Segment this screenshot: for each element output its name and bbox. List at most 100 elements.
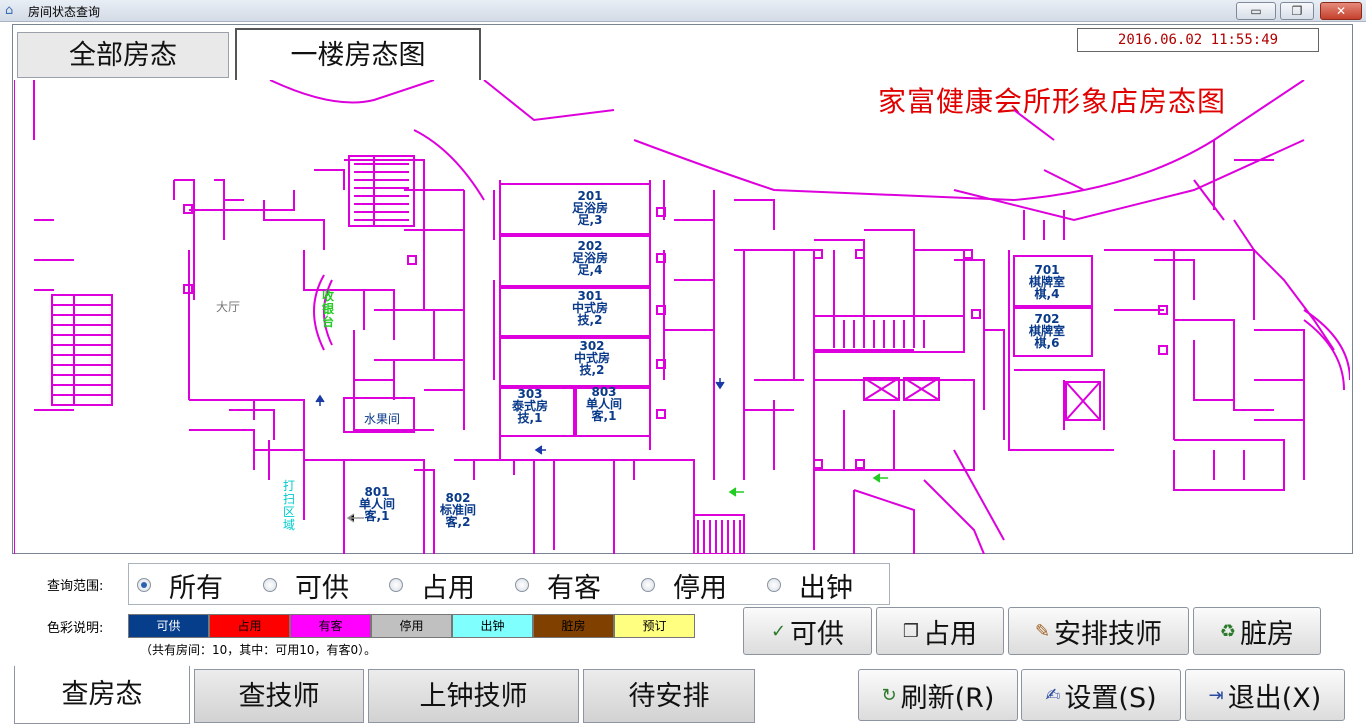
room-702[interactable]: 702 棋牌室 棋,6 (1017, 313, 1077, 349)
arrow-up-icon (315, 394, 325, 406)
radio-out[interactable]: 出钟 (767, 564, 853, 606)
arrow-down-icon (715, 378, 725, 390)
radio-all[interactable]: 所有 (137, 564, 223, 606)
tab-all-rooms[interactable]: 全部房态 (17, 32, 229, 78)
room-number: 201 (577, 189, 603, 203)
refresh-button[interactable]: ↻ 刷新(R) (858, 669, 1018, 721)
room-status: 棋,6 (1034, 336, 1060, 350)
room-status: 技,2 (577, 313, 603, 327)
arrow-left-icon (534, 445, 546, 455)
room-status: 客,1 (591, 409, 617, 423)
exit-door-icon: ⇥ (1208, 684, 1224, 706)
room-202[interactable]: 202 足浴房 足,4 (560, 240, 620, 276)
radio-icon[interactable] (263, 578, 277, 592)
room-status: 技,2 (579, 363, 605, 377)
room-status: 技,1 (517, 411, 543, 425)
room-number: 801 (364, 485, 390, 499)
room-number: 702 (1034, 312, 1060, 326)
set-dirty-button[interactable]: ♻ 脏房 (1193, 607, 1321, 655)
window-title: 房间状态查询 (28, 5, 101, 19)
tab-tech-status[interactable]: 查技师 (194, 669, 364, 723)
tab-pending[interactable]: 待安排 (583, 669, 755, 723)
settings-button[interactable]: ✍ 设置(S) (1021, 669, 1181, 721)
room-type: 单人间 (585, 397, 622, 411)
floor-plan-walls (13, 79, 1351, 555)
room-number: 301 (577, 289, 603, 303)
room-801[interactable]: 801 单人间 客,1 (347, 486, 407, 522)
room-type: 泰式房 (511, 399, 548, 413)
radio-guest[interactable]: 有客 (515, 564, 601, 606)
color-legend: 可供 占用 有客 停用 出钟 脏房 预订 (128, 614, 695, 638)
room-type: 标准间 (439, 503, 476, 517)
radio-icon[interactable] (515, 578, 529, 592)
room-type: 单人间 (358, 497, 395, 511)
radio-icon[interactable] (389, 578, 403, 592)
room-802[interactable]: 802 标准间 客,2 (428, 492, 488, 528)
room-number: 202 (577, 239, 603, 253)
room-type: 棋牌室 (1028, 324, 1065, 338)
gray-arrow-icon (346, 513, 364, 523)
person-icon: ✎ (1034, 620, 1051, 642)
datetime-display: 2016.06.02 11:55:49 (1077, 28, 1319, 52)
tab-floor1-map[interactable]: 一楼房态图 (235, 28, 481, 80)
room-803[interactable]: 803 单人间 客,1 (574, 386, 634, 422)
close-button[interactable]: ✕ (1320, 2, 1362, 20)
refresh-icon: ↻ (881, 684, 897, 706)
cashier-label: 收银台 (322, 289, 335, 329)
room-type: 中式房 (571, 301, 608, 315)
title-bar: ⌂ 房间状态查询 ▭ ❐ ✕ (0, 0, 1366, 22)
room-status: 客,2 (445, 515, 471, 529)
radio-checked-icon[interactable] (137, 578, 151, 592)
room-303[interactable]: 303 泰式房 技,1 (500, 388, 560, 424)
maximize-button[interactable]: ❐ (1280, 2, 1314, 20)
set-occupied-button[interactable]: ❒ 占用 (876, 607, 1004, 655)
room-type: 足浴房 (571, 201, 608, 215)
room-301[interactable]: 301 中式房 技,2 (560, 290, 620, 326)
room-type: 棋牌室 (1028, 275, 1065, 289)
room-number: 302 (579, 339, 605, 353)
room-status: 棋,4 (1034, 287, 1060, 301)
room-302[interactable]: 302 中式房 技,2 (562, 340, 622, 376)
green-arrow-icon-1 (728, 487, 744, 497)
minimize-button[interactable]: ▭ (1236, 2, 1276, 20)
settings-icon: ✍ (1045, 684, 1061, 706)
tab-working-tech[interactable]: 上钟技师 (368, 669, 579, 723)
legend-disabled: 停用 (371, 614, 452, 638)
tab-room-status[interactable]: 查房态 (14, 666, 190, 724)
floor-plan: 大厅 收银台 水果间 打扫区域 201 足浴房 足,3 202 足浴房 足,4 … (13, 79, 1351, 555)
map-title: 家富健康会所形象店房态图 (878, 85, 1227, 118)
radio-icon[interactable] (767, 578, 781, 592)
arrange-tech-button[interactable]: ✎ 安排技师 (1008, 607, 1189, 655)
legend-available: 可供 (128, 614, 209, 638)
query-range-group: 所有 可供 占用 有客 停用 出钟 (128, 563, 890, 605)
room-number: 701 (1034, 263, 1060, 277)
legend-guest: 有客 (290, 614, 371, 638)
app-icon: ⌂ (5, 3, 14, 18)
radio-occupied[interactable]: 占用 (389, 564, 475, 606)
exit-button[interactable]: ⇥ 退出(X) (1185, 669, 1345, 721)
room-201[interactable]: 201 足浴房 足,3 (560, 190, 620, 226)
room-summary: （共有房间：10，其中：可用10，有客0）。 (140, 643, 377, 657)
room-number: 303 (517, 387, 543, 401)
room-701[interactable]: 701 棋牌室 棋,4 (1017, 264, 1077, 300)
check-icon: ✓ (770, 620, 787, 642)
room-status: 足,3 (577, 213, 603, 227)
legend-label: 色彩说明: (47, 621, 104, 636)
cleaning-area-label: 打扫区域 (283, 479, 296, 532)
radio-available[interactable]: 可供 (263, 564, 349, 606)
floor-plan-panel (12, 24, 1353, 554)
query-range-label: 查询范围: (47, 579, 104, 594)
room-number: 802 (445, 491, 471, 505)
lock-icon: ❒ (902, 620, 920, 642)
legend-occupied: 占用 (209, 614, 290, 638)
lobby-label: 大厅 (216, 300, 241, 314)
room-status: 客,1 (364, 509, 390, 523)
broom-icon: ♻ (1219, 620, 1237, 642)
legend-out: 出钟 (452, 614, 533, 638)
radio-disabled[interactable]: 停用 (641, 564, 727, 606)
radio-icon[interactable] (641, 578, 655, 592)
set-available-button[interactable]: ✓ 可供 (743, 607, 872, 655)
legend-dirty: 脏房 (533, 614, 614, 638)
room-type: 中式房 (573, 351, 610, 365)
green-arrow-icon-2 (872, 473, 888, 483)
